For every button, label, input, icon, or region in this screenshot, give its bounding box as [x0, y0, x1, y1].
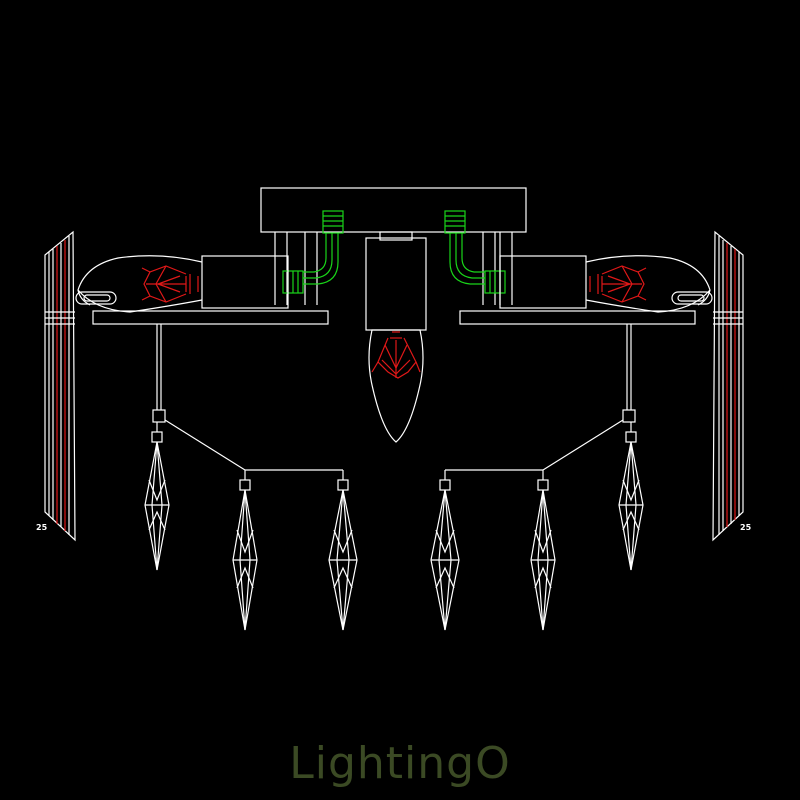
crystal-pendant-2: [232, 479, 258, 631]
crystal-pendant-5: [530, 479, 556, 631]
dimension-label-right: 25: [740, 523, 752, 532]
wire-connector-right: [444, 210, 506, 294]
crystal-pendant-1: [144, 431, 170, 571]
left-bulb: [75, 255, 203, 313]
canopy-posts: [274, 232, 513, 305]
socket-housing-left: [201, 255, 289, 309]
lightingo-watermark: LightingO: [289, 738, 511, 789]
crystal-pendant-6: [618, 431, 644, 571]
dimension-label-left: 25: [36, 523, 48, 532]
wire-connector-left: [282, 210, 344, 294]
arm-plate-right: [459, 310, 696, 325]
crystal-frame-right: [444, 324, 636, 480]
arm-plate-left: [92, 310, 329, 325]
crystal-frame-left: [152, 324, 344, 480]
crystal-pendant-4: [430, 479, 460, 631]
glass-shade-left: [44, 230, 76, 542]
socket-housing-right: [499, 255, 587, 309]
right-bulb: [585, 255, 713, 313]
crystal-pendant-3: [328, 479, 358, 631]
glass-shade-right: [712, 230, 744, 542]
center-bulb: [365, 231, 427, 443]
ceiling-canopy: [260, 187, 527, 233]
